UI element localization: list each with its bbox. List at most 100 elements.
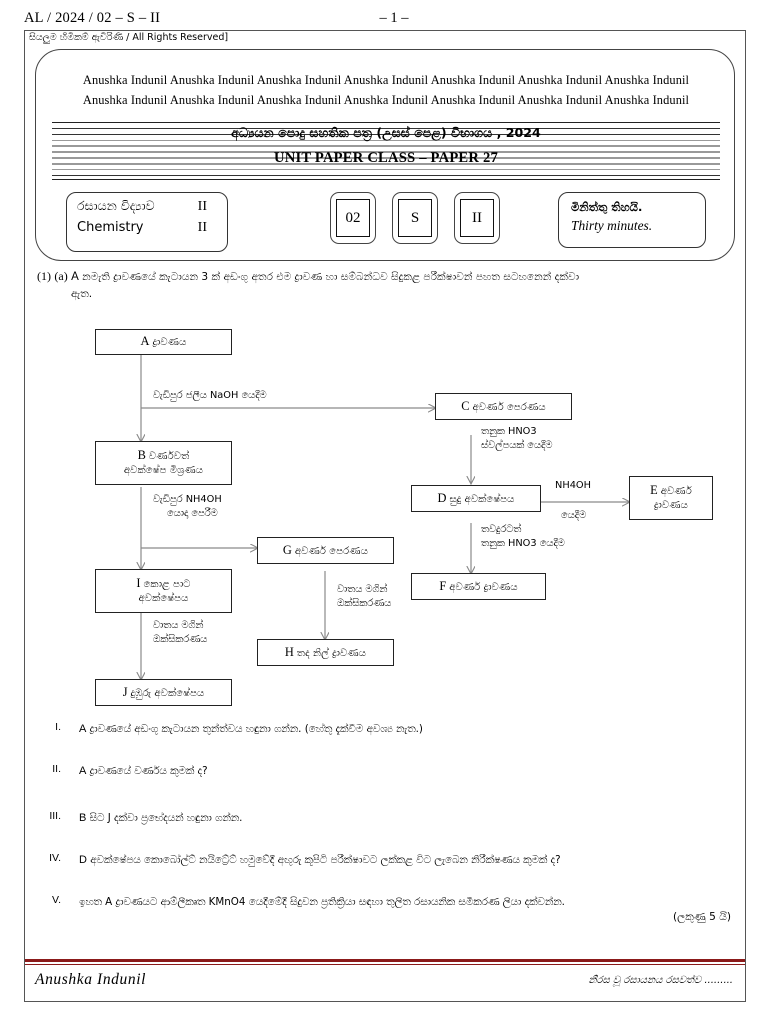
flow-box-B-line2: අවක්ෂේප මිශ්‍රණය — [123, 465, 204, 476]
sub-question-3-text: B සිට J දක්වා ප්‍රභේදයන් හඳුනා ගන්න. — [79, 810, 242, 826]
question-number: (1) — [37, 269, 51, 283]
flow-box-A-key: A — [140, 334, 150, 348]
flow-label-c-to-d-line1: තනුක HNO3 — [481, 426, 537, 437]
flow-label-d-to-e-cont: යෙදීම — [561, 509, 586, 523]
paper-code-boxes: 02 S II — [330, 192, 500, 244]
sub-question-5-number: V. — [52, 894, 61, 906]
paper-code-box-3: II — [454, 192, 500, 244]
exam-title-banner: අධ්‍යයන පොදු සහතික පත්‍ර (උසස් පෙළ) විභා… — [52, 122, 720, 180]
sub-question-3-letter: B — [79, 812, 87, 824]
duration-box: මිනිත්තු තිහයි. Thirty minutes. — [558, 192, 706, 248]
sub-question-2-letter: A — [79, 765, 87, 777]
sub-question-1-text: A ද්‍රාවණයේ අඩංගු කැටායන තුන්ත්වය හඳුනා … — [79, 721, 423, 737]
flow-label-b-to-i: වැඩිපුර NH4OH යොදා පෙරීම — [153, 493, 222, 521]
flow-label-d-to-e-line2: යෙදීම — [561, 510, 587, 521]
flowchart-connectors — [25, 351, 747, 701]
sub-question-2-number: II. — [52, 763, 61, 775]
subject-box: රසායන විද්‍යාව II Chemistry II — [66, 192, 228, 252]
flow-box-E-line1: අවර්ණ — [660, 486, 692, 497]
exam-title-english: UNIT PAPER CLASS – PAPER 27 — [274, 150, 498, 166]
flow-label-i-to-j-line1: වාතය මගින් — [153, 620, 204, 631]
footer-tagline: නීරස වූ රසායනය රසවත්ව ......... — [588, 975, 733, 986]
sub-question-4: IV. D අවක්ෂේපය කොබෝල්ට් නයිට්‍රේට් හමුවේ… — [39, 852, 739, 868]
flow-box-J-line1: දුඹුරු අවක්ෂේපය — [130, 687, 205, 699]
flow-label-b-to-i-line2: යොදා පෙරීම — [167, 508, 218, 519]
sub-question-2: II. A ද්‍රාවණයේ වර්ණය කුමක් ද? — [39, 763, 739, 779]
running-header: AL / 2024 / 02 – S – II – 1 – — [0, 10, 768, 32]
exam-meta-row: රසායන විද්‍යාව II Chemistry II 02 S — [52, 192, 720, 254]
flow-label-d-to-f: තවදුරටත් තනුක HNO3 යෙදීම — [481, 523, 565, 551]
flow-box-D-key: D — [437, 490, 447, 505]
flow-box-A-line1: ද්‍රාවණය — [152, 337, 187, 348]
flow-box-B-line1: වර්ණවත් — [148, 451, 190, 462]
sub-question-4-letter: D — [79, 854, 87, 866]
page-frame: සියලුම හිමිකම් ඇවිරිණි / All Rights Rese… — [24, 30, 746, 1002]
paper-code-value-1: 02 — [336, 199, 370, 237]
footer-rule-thick — [25, 959, 745, 962]
sub-question-5: V. ඉහත A ද්‍රාවණයට ආම්ලීකෘත KMnO4 යෙදීමේ… — [39, 894, 739, 910]
sub-question-5-text: ඉහත A ද්‍රාවණයට ආම්ලීකෘත KMnO4 යෙදීමේදී … — [79, 894, 565, 910]
flow-box-I-line2: අවක්ෂේපය — [138, 593, 189, 604]
flow-label-d-to-f-line2: තනුක HNO3 යෙදීම — [481, 538, 565, 549]
sub-question-4-text: D අවක්ෂේපය කොබෝල්ට් නයිට්‍රේට් හමුවේදී අ… — [79, 852, 561, 868]
rights-reserved-sinhala: සියලුම හිමිකම් ඇවිරිණි — [29, 32, 124, 43]
rights-reserved-note: සියලුම හිමිකම් ඇවිරිණි / All Rights Rese… — [29, 32, 228, 43]
flow-box-F-line1: අවර්ණ ද්‍රාවණය — [449, 581, 518, 593]
sub-question-2-body: ද්‍රාවණයේ වර්ණය කුමක් ද? — [89, 765, 208, 777]
flow-label-g-to-h: වාතය මගින් ඔක්සිකරණය — [337, 583, 391, 611]
rights-reserved-english: / All Rights Reserved] — [126, 32, 229, 43]
subject-paper-number-english: II — [197, 220, 207, 235]
flow-box-F-key: F — [439, 578, 447, 593]
flow-label-c-to-d-line2: ස්වල්පයක් යෙදීම — [481, 440, 553, 451]
duration-sinhala: මිනිත්තු තිහයි. — [571, 200, 643, 214]
flow-box-J-key: J — [122, 684, 128, 699]
flow-label-i-to-j: වාතය මගින් ඔක්සිකරණය — [153, 619, 207, 647]
flow-box-G-key: G — [282, 542, 292, 557]
sub-question-4-number: IV. — [49, 852, 61, 864]
flow-label-c-to-d: තනුක HNO3 ස්වල්පයක් යෙදීම — [481, 425, 552, 453]
subject-name-sinhala: රසායන විද්‍යාව — [77, 198, 155, 213]
flow-label-d-to-f-line1: තවදුරටත් — [481, 524, 522, 535]
flow-box-H-line1: තද නිල් ද්‍රාවණය — [296, 647, 367, 659]
sub-question-3: III. B සිට J දක්වා ප්‍රභේදයන් හඳුනා ගන්න… — [39, 810, 739, 826]
flow-label-d-to-e: NH4OH — [555, 479, 591, 493]
question-stem-text: නමැති ද්‍රාවණයේ කැටායන 3 ක් අඩංගු අතර එම… — [82, 271, 580, 283]
footer-rule-thin — [25, 964, 745, 966]
flow-box-I-line1: කොළ පාට — [143, 579, 191, 590]
paper-code-box-1: 02 — [330, 192, 376, 244]
sub-question-1-number: I. — [55, 721, 61, 733]
exam-code-label: AL / 2024 / 02 – S – II — [24, 10, 161, 26]
subject-paper-number-sinhala: II — [197, 199, 207, 214]
sub-question-3-number: III. — [49, 810, 61, 822]
exam-header-card: Anushka Indunil Anushka Indunil Anushka … — [35, 49, 735, 261]
sub-question-3-body: සිට J දක්වා ප්‍රභේදයන් හඳුනා ගන්න. — [89, 812, 243, 824]
question-stem: (1) (a) A නමැති ද්‍රාවණයේ කැටායන 3 ක් අඩ… — [37, 268, 727, 303]
exam-title-sinhala: අධ්‍යයන පොදු සහතික පත්‍ර (උසස් පෙළ) විභා… — [231, 125, 541, 140]
sub-question-1-body: ද්‍රාවණයේ අඩංගු කැටායන තුන්ත්වය හඳුනා ගන… — [89, 723, 423, 735]
question-stem-letter: A — [71, 271, 79, 283]
flow-label-g-to-h-line1: වාතය මගින් — [337, 584, 388, 595]
flow-box-E-line2: ද්‍රාවණය — [654, 500, 688, 511]
flow-label-a-to-b-text: වැඩිපුර ජලීය NaOH යෙදීම — [153, 390, 267, 401]
flow-box-D-line1: සුදු අවක්ෂේපය — [449, 493, 515, 505]
subject-name-english: Chemistry — [77, 220, 144, 235]
flow-label-i-to-j-line2: ඔක්සිකරණය — [153, 634, 208, 645]
sub-question-1-letter: A — [79, 723, 87, 735]
flow-label-g-to-h-line2: ඔක්සිකරණය — [337, 598, 392, 609]
watermark-line-1: Anushka Indunil Anushka Indunil Anushka … — [82, 73, 690, 87]
paper-code-value-3: II — [460, 199, 494, 237]
paper-code-box-2: S — [392, 192, 438, 244]
flow-box-C-line1: අවර්ණ පෙරණය — [472, 401, 546, 413]
flow-label-d-to-e-line1: NH4OH — [555, 480, 592, 491]
page-number-label: – 1 – — [379, 10, 409, 26]
